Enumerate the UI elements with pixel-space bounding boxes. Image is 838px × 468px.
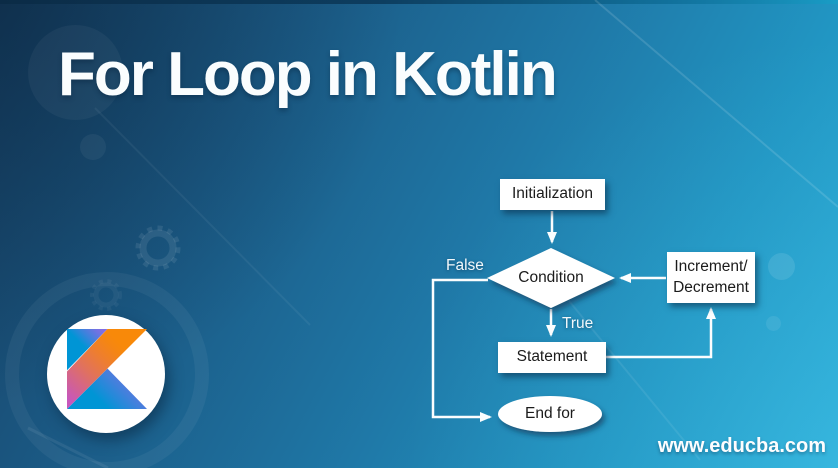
edge-condition-false-to-end bbox=[431, 278, 492, 422]
page-title: For Loop in Kotlin bbox=[58, 40, 558, 109]
edge-label-true: True bbox=[562, 315, 594, 332]
kotlin-logo bbox=[47, 315, 165, 433]
edge-statement-to-incdec bbox=[606, 307, 716, 359]
flow-node-initialization: Initialization bbox=[500, 179, 605, 210]
flow-node-condition-shape bbox=[487, 248, 615, 308]
flow-node-increment-decrement: Increment/ Decrement bbox=[667, 252, 755, 303]
flow-node-condition-label: Condition bbox=[518, 269, 584, 286]
edge-label-false: False bbox=[446, 257, 484, 274]
bokeh-circle bbox=[28, 25, 123, 120]
flow-node-end-label: End for bbox=[525, 405, 575, 422]
flow-node-statement: Statement bbox=[498, 342, 606, 373]
kotlin-k-icon bbox=[67, 329, 147, 409]
bokeh-circle bbox=[766, 316, 781, 331]
top-accent-line bbox=[0, 0, 838, 4]
incdec-line2: Decrement bbox=[673, 278, 749, 296]
flow-node-end-shape bbox=[498, 396, 602, 432]
incdec-line1: Increment/ bbox=[674, 258, 748, 276]
watermark-url: www.educba.com bbox=[657, 435, 826, 457]
bokeh-circle bbox=[80, 134, 106, 160]
bokeh-circle bbox=[768, 253, 795, 280]
